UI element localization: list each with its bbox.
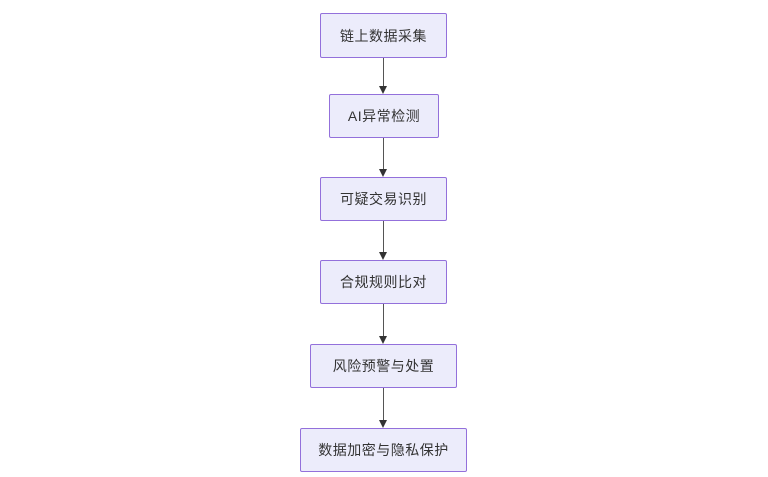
flow-node-data-encryption-and-privacy-protection[interactable]: 数据加密与隐私保护: [300, 428, 467, 472]
flow-edge-line-0: [383, 58, 384, 86]
flow-node-chain-data-collection[interactable]: 链上数据采集: [320, 13, 447, 58]
flow-arrowhead-down-icon-1: [379, 169, 387, 177]
flow-arrowhead-down-icon-4: [379, 420, 387, 428]
flow-node-compliance-rule-matching[interactable]: 合规规则比对: [320, 260, 447, 304]
flow-node-label: AI异常检测: [347, 108, 421, 124]
flow-node-label: 风险预警与处置: [332, 358, 435, 374]
flow-edge-line-4: [383, 388, 384, 420]
flow-node-suspicious-transaction-identification[interactable]: 可疑交易识别: [320, 177, 447, 221]
flow-node-label: 可疑交易识别: [340, 191, 427, 207]
flow-arrowhead-down-icon-3: [379, 336, 387, 344]
flow-node-label: 合规规则比对: [340, 274, 427, 290]
flow-arrowhead-down-icon-0: [379, 86, 387, 94]
flow-node-label: 链上数据采集: [340, 27, 427, 44]
flow-edge-line-3: [383, 304, 384, 336]
flow-node-label: 数据加密与隐私保护: [318, 442, 449, 458]
flow-node-risk-alert-and-disposal[interactable]: 风险预警与处置: [310, 344, 457, 388]
flow-arrowhead-down-icon-2: [379, 252, 387, 260]
flow-edge-line-1: [383, 138, 384, 169]
flow-node-ai-anomaly-detection[interactable]: AI异常检测: [329, 94, 439, 138]
flow-edge-line-2: [383, 221, 384, 252]
